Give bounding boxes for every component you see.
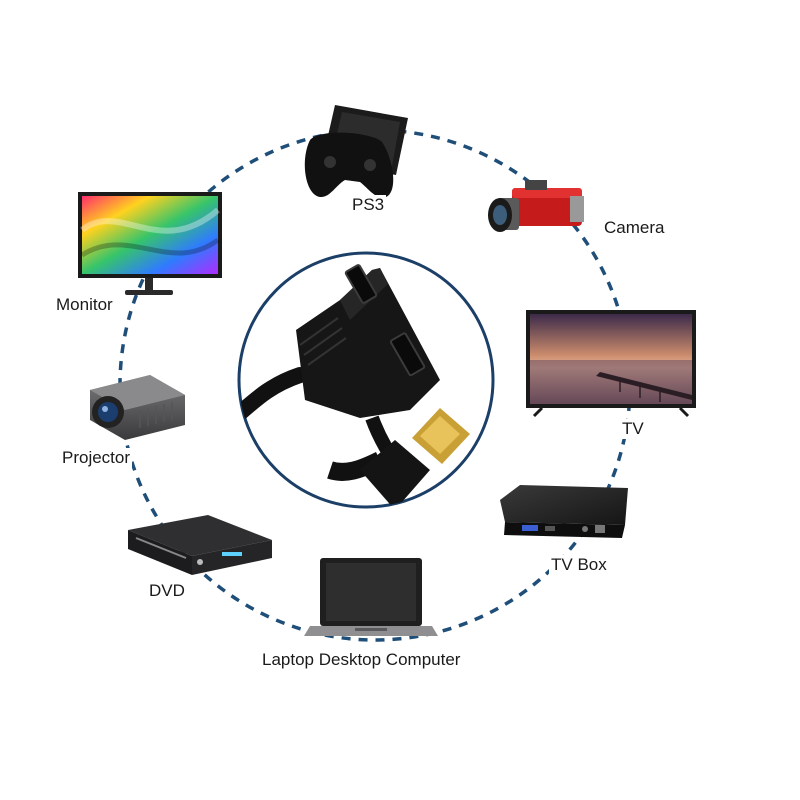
dvd-player-icon [128, 515, 272, 575]
label-ps3: PS3 [350, 195, 387, 215]
label-projector: Projector [60, 448, 133, 468]
monitor-icon [78, 192, 222, 295]
label-tv-box: TV Box [549, 555, 609, 575]
label-laptop: Laptop Desktop Computer [260, 650, 463, 670]
label-camera: Camera [602, 218, 667, 238]
tv-icon [526, 310, 696, 418]
label-dvd: DVD [147, 581, 187, 601]
projector-icon [90, 375, 185, 440]
camcorder-icon [488, 180, 584, 232]
label-monitor: Monitor [54, 295, 115, 315]
label-tv: TV [620, 419, 646, 439]
laptop-icon [304, 558, 438, 636]
tv-box-icon [500, 485, 628, 538]
game-console-icon [304, 105, 408, 198]
hub-circle [237, 251, 495, 509]
hdmi-splitter-cable-icon [239, 264, 470, 507]
